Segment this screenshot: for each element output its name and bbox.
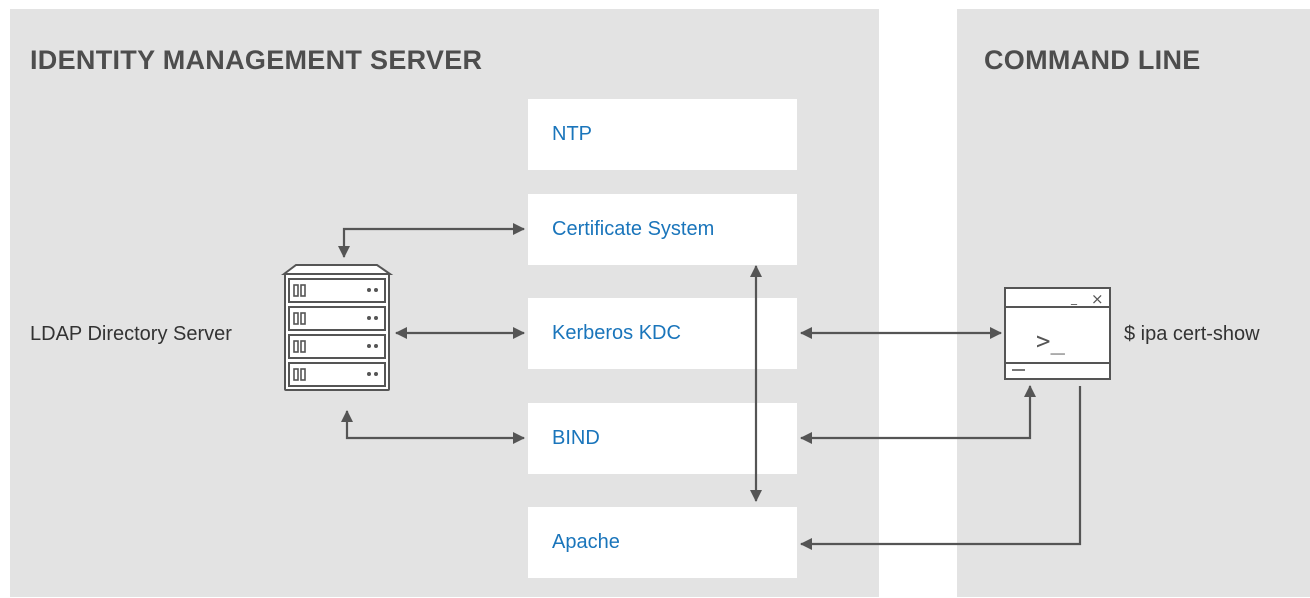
- service-certificate-system: Certificate System: [528, 194, 797, 265]
- cli-panel-title: COMMAND LINE: [984, 45, 1201, 75]
- service-apache: Apache: [528, 507, 797, 578]
- arrow-terminal-bind: [800, 385, 1036, 444]
- arrow-ldap-bind: [341, 410, 525, 444]
- server-rack-icon: [281, 264, 394, 391]
- terminal-prompt: >_: [1036, 327, 1065, 355]
- service-ntp: NTP: [528, 99, 797, 170]
- terminal-close-icon: ×: [1091, 290, 1104, 308]
- ldap-directory-server-label: LDAP Directory Server: [30, 323, 232, 345]
- service-kerberos-kdc-label: Kerberos KDC: [552, 322, 681, 344]
- service-bind-label: BIND: [552, 427, 600, 449]
- terminal-icon: _ × >_: [1004, 287, 1111, 380]
- service-ntp-label: NTP: [552, 123, 592, 145]
- arrow-ldap-certificate: [338, 223, 525, 258]
- service-apache-label: Apache: [552, 531, 620, 553]
- terminal-minimize-icon: _: [1070, 291, 1078, 305]
- arrow-terminal-apache: [800, 386, 1082, 550]
- idm-panel-title: IDENTITY MANAGEMENT SERVER: [30, 45, 483, 75]
- service-certificate-system-label: Certificate System: [552, 218, 715, 240]
- command-example-label: $ ipa cert-show: [1124, 323, 1260, 345]
